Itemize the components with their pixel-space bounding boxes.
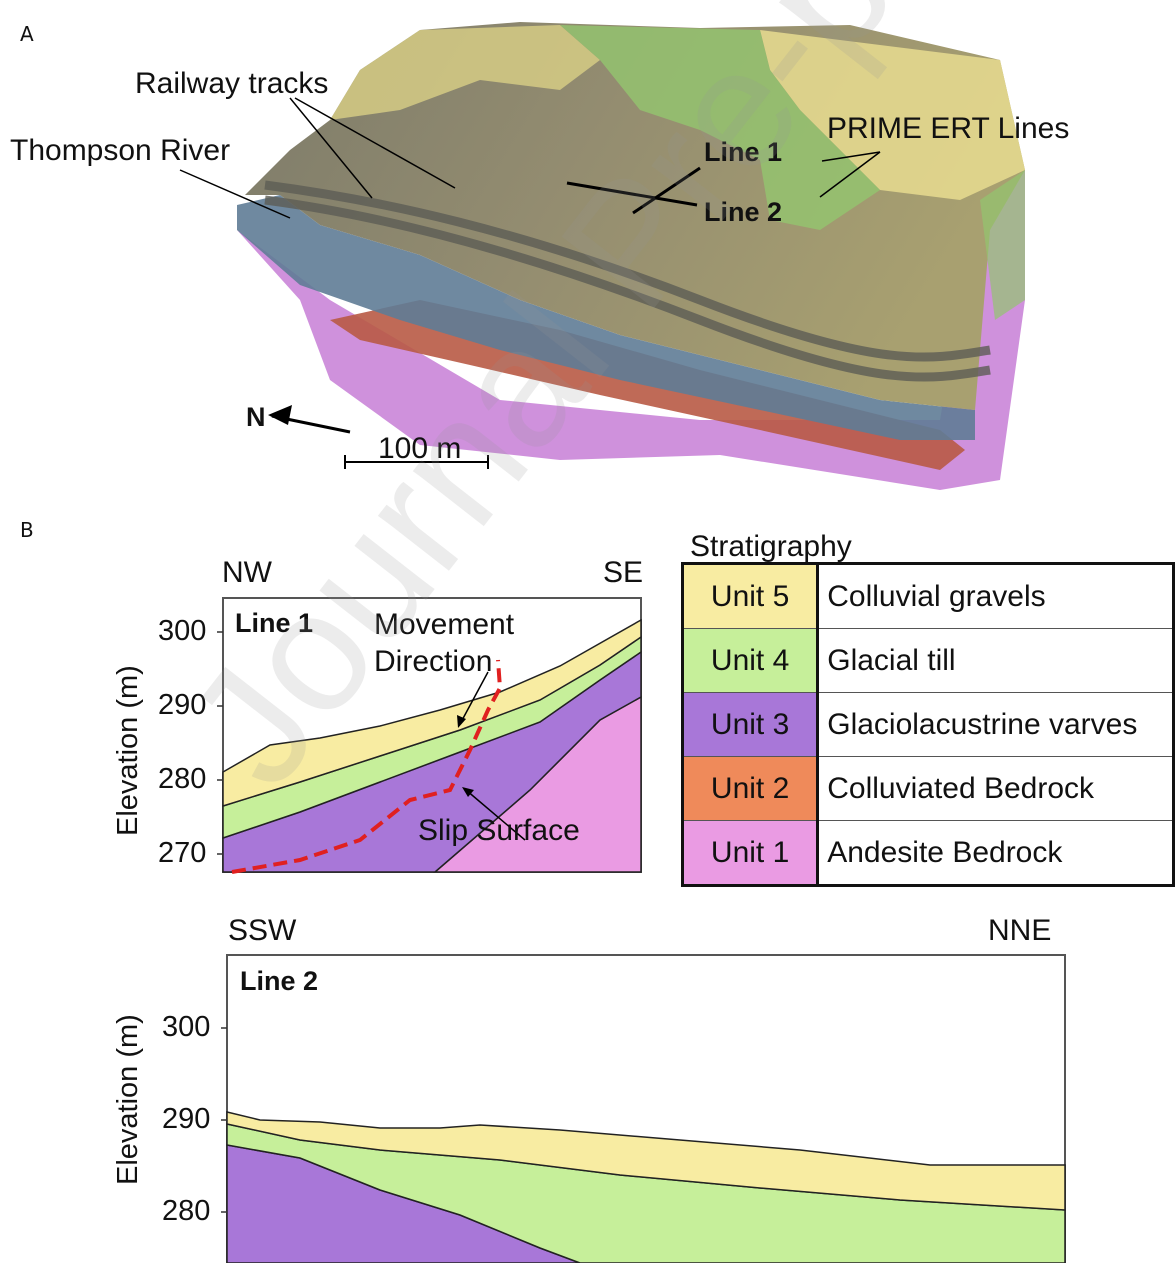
line1-right-direction: SE bbox=[603, 556, 644, 589]
legend-row: Unit 2 Colluviated Bedrock bbox=[681, 756, 1174, 821]
line1-ytick: 270 bbox=[158, 837, 207, 869]
line2-ytick: 290 bbox=[162, 1103, 211, 1135]
legend-row: Unit 3 Glaciolacustrine varves bbox=[681, 692, 1174, 757]
ert-line-2 bbox=[566, 181, 698, 207]
panel-a-letter: A bbox=[20, 22, 34, 46]
legend-unit: Unit 5 bbox=[681, 563, 820, 629]
legend-unit: Unit 3 bbox=[681, 692, 820, 757]
legend-name: Andesite Bedrock bbox=[817, 820, 1174, 886]
line1-ytick: 290 bbox=[158, 689, 207, 721]
till-patch-1 bbox=[560, 25, 880, 230]
annotation-arrows bbox=[179, 97, 881, 219]
legend-row: Unit 5 Colluvial gravels bbox=[681, 563, 1174, 629]
line2-title: Line 2 bbox=[240, 966, 319, 996]
scale-label: 100 m bbox=[378, 432, 462, 465]
legend-name: Glaciolacustrine varves bbox=[817, 692, 1174, 757]
legend-name: Colluvial gravels bbox=[817, 563, 1174, 629]
line1-label: Line 1 bbox=[704, 137, 783, 167]
legend-unit: Unit 1 bbox=[681, 820, 820, 886]
line1-ytick: 300 bbox=[158, 615, 207, 647]
andesite-bedrock-layer bbox=[237, 170, 1025, 490]
north-label: N bbox=[246, 402, 266, 432]
line1-left-direction: NW bbox=[222, 556, 272, 589]
movement-label-2: Direction bbox=[374, 645, 493, 678]
line2-ylabel: Elevation (m) bbox=[112, 1014, 144, 1185]
movement-label-1: Movement bbox=[374, 608, 515, 641]
line2-left-direction: SSW bbox=[228, 914, 297, 947]
north-arrow bbox=[268, 405, 351, 434]
legend-row: Unit 4 Glacial till bbox=[681, 628, 1174, 693]
line2-ytick: 300 bbox=[162, 1011, 211, 1043]
river-layer bbox=[237, 195, 975, 440]
line2-ytick: 280 bbox=[162, 1195, 211, 1227]
till-patch-2 bbox=[980, 170, 1025, 320]
colluvial-patch-2 bbox=[760, 30, 1025, 200]
terrain-block-diagram bbox=[179, 22, 1025, 490]
railway-track-2 bbox=[264, 195, 991, 382]
line1-ytick: 280 bbox=[158, 763, 207, 795]
colluvial-patch-1 bbox=[330, 25, 600, 120]
line2-right-direction: NNE bbox=[988, 914, 1052, 947]
line1-title: Line 1 bbox=[235, 608, 314, 638]
legend-name: Colluviated Bedrock bbox=[817, 756, 1174, 821]
scale-bar bbox=[344, 455, 489, 469]
railway-track-1 bbox=[264, 180, 991, 362]
slip-surface-label: Slip Surface bbox=[418, 814, 580, 847]
prime-label: PRIME ERT Lines bbox=[827, 112, 1070, 145]
panel-b-letter: B bbox=[20, 518, 34, 542]
legend-title: Stratigraphy bbox=[690, 530, 852, 563]
line2-label: Line 2 bbox=[704, 197, 783, 227]
legend-row: Unit 1 Andesite Bedrock bbox=[681, 820, 1174, 886]
ert-line-1 bbox=[632, 166, 701, 215]
legend-unit: Unit 2 bbox=[681, 756, 820, 821]
railway-label: Railway tracks bbox=[135, 67, 329, 100]
river-label: Thompson River bbox=[10, 134, 231, 167]
legend-unit: Unit 4 bbox=[681, 628, 820, 693]
stratigraphy-table: Unit 5 Colluvial gravels Unit 4 Glacial … bbox=[681, 562, 1175, 887]
